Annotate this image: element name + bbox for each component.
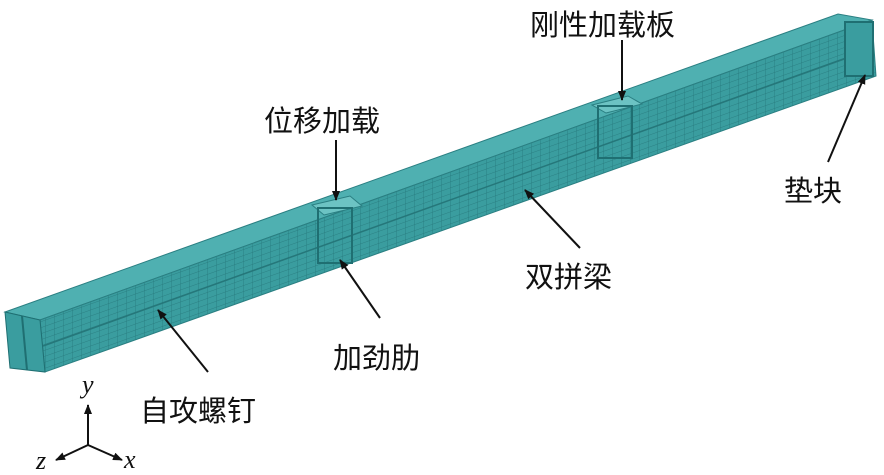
beam <box>3 13 877 373</box>
axis-label-y: y <box>82 370 94 399</box>
callout-arrows <box>157 40 866 373</box>
axis-label-x: x <box>124 445 136 474</box>
beam-top-face <box>3 13 874 321</box>
rigid-plate-right <box>590 95 644 114</box>
label-displacement-load: 位移加载 <box>264 104 381 138</box>
axis-label-z: z <box>36 446 47 475</box>
stiffener-right <box>597 105 633 159</box>
label-pad: 垫块 <box>784 174 843 208</box>
label-stiffener: 加劲肋 <box>333 341 421 375</box>
label-double-beam: 双拼梁 <box>525 260 613 294</box>
stiffener-left <box>317 207 353 264</box>
pad-block <box>844 21 874 77</box>
label-rigid-loading-plate: 刚性加载板 <box>530 8 676 42</box>
axis-triad <box>55 404 123 461</box>
label-self-tapping-screw: 自攻螺钉 <box>140 394 257 428</box>
